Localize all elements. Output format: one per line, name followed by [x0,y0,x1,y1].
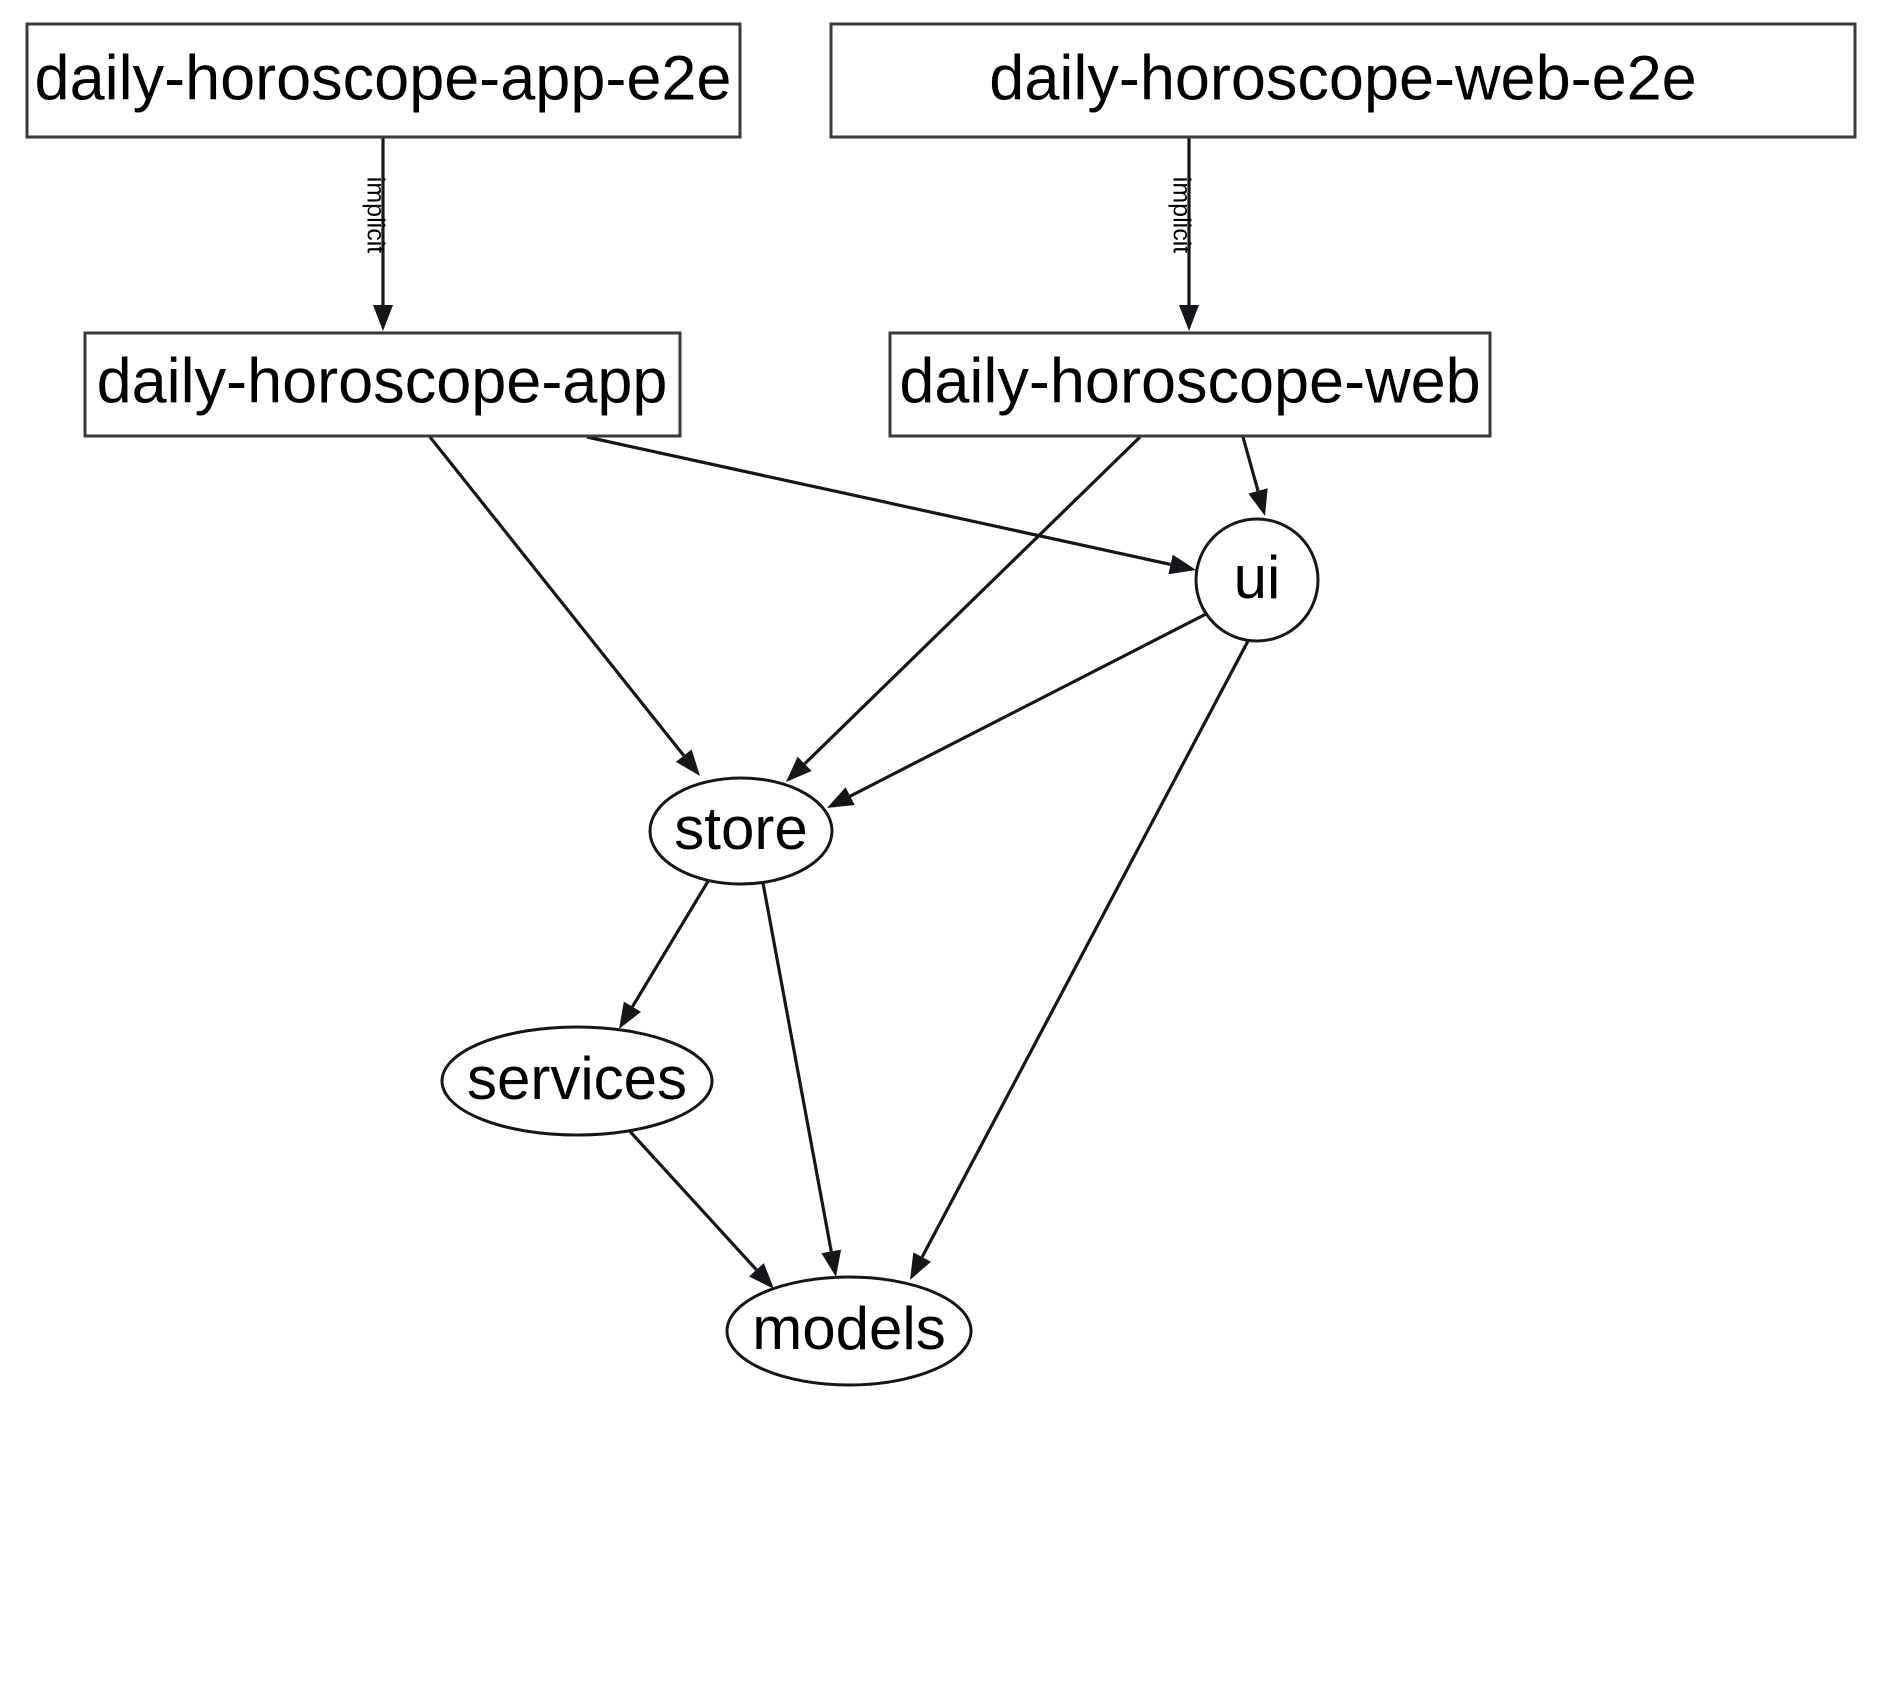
arrowhead-icon [619,1001,641,1029]
arrowhead-icon [749,1263,774,1289]
arrowhead-icon [373,305,393,331]
edge-line [920,640,1250,1258]
arrowhead-icon [821,1249,842,1277]
node-label: daily-horoscope-app [97,347,668,417]
node-label: daily-horoscope-app-e2e [35,44,732,114]
node-rect-shape[interactable] [888,331,1492,438]
edge-label: implicit [361,177,389,253]
edge-ui-to-store [827,612,1207,808]
edge-store-to-services [619,877,712,1029]
node-label: store [674,795,807,862]
node-rect-shape[interactable] [83,331,682,438]
edge-services-to-models [623,1124,774,1289]
edge-line [428,436,686,757]
edge-ui-to-models [910,640,1250,1280]
node-rect-shape[interactable] [25,22,742,139]
node-rect-shape[interactable] [829,22,1857,139]
node-label: daily-horoscope-web-e2e [989,44,1696,114]
edge-daily-horoscope-app-to-store [428,436,700,776]
node-ellipse-shape[interactable] [440,1025,714,1137]
node-ui[interactable]: ui [1194,517,1320,643]
arrowhead-icon [1179,305,1199,331]
edge-daily-horoscope-web-to-ui [1241,436,1268,516]
node-ellipse-shape[interactable] [725,1275,973,1387]
arrowhead-icon [1248,488,1268,516]
node-ellipse-shape[interactable] [648,776,834,886]
node-store[interactable]: store [648,776,834,886]
edge-line [803,435,1142,765]
edge-daily-horoscope-app-to-ui [586,435,1196,575]
node-daily-horoscope-web[interactable]: daily-horoscope-web [888,331,1492,438]
edge-daily-horoscope-web-to-store [786,435,1142,782]
nodes-layer: daily-horoscope-app-e2e daily-horoscope-w… [25,22,1857,1387]
edge-daily-horoscope-app-e2e-to-daily-horoscope-app: implicit [361,137,393,331]
node-label: services [467,1045,687,1112]
node-label: ui [1234,544,1281,611]
node-services[interactable]: services [440,1025,714,1137]
node-daily-horoscope-app[interactable]: daily-horoscope-app [83,331,682,438]
arrowhead-icon [675,749,700,776]
edge-line [586,435,1171,567]
edge-line [761,882,833,1252]
edge-line [623,1124,758,1271]
node-daily-horoscope-web-e2e[interactable]: daily-horoscope-web-e2e [829,22,1857,139]
edge-daily-horoscope-web-e2e-to-daily-horoscope-web: implicit [1167,137,1199,331]
arrowhead-icon [910,1252,931,1280]
arrowhead-icon [1168,554,1196,575]
node-models[interactable]: models [725,1275,973,1387]
node-label: models [752,1295,945,1362]
edge-store-to-models [761,882,842,1277]
node-daily-horoscope-app-e2e[interactable]: daily-horoscope-app-e2e [25,22,742,139]
edges-layer: implicit implicit [361,137,1268,1289]
edge-line [1241,436,1260,492]
arrowhead-icon [786,756,812,782]
edge-line [631,877,712,1008]
arrowhead-icon [827,787,855,808]
node-label: daily-horoscope-web [899,347,1480,417]
node-ellipse-shape[interactable] [1194,517,1320,643]
edge-label: implicit [1167,177,1195,253]
edge-line [849,612,1207,798]
